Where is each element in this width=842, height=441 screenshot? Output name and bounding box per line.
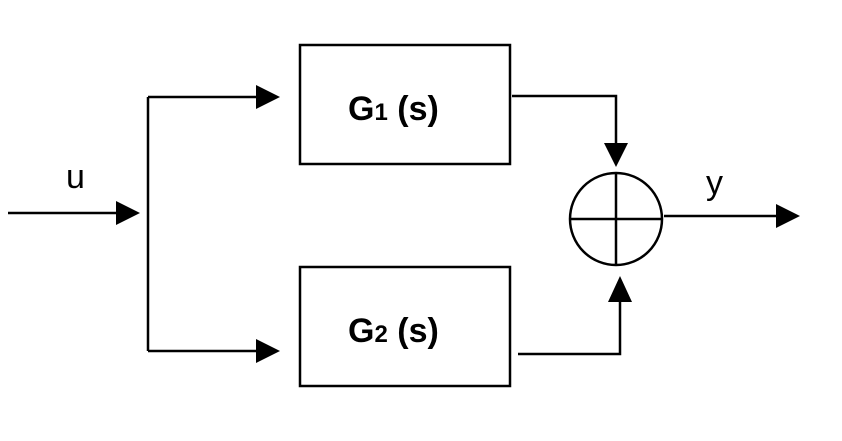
input-arrowhead (116, 201, 140, 225)
block-g1-frame (298, 43, 512, 166)
output-signal-label: y (706, 164, 723, 202)
block-g2-frame (298, 265, 512, 388)
block-g2-arg: (s) (388, 312, 439, 350)
block-g2-index: 2 (374, 321, 387, 348)
g1-output-wire (512, 94, 618, 146)
summing-junction (568, 171, 664, 267)
block-g2-name: G (348, 312, 374, 350)
g1-output-arrowhead (604, 143, 628, 167)
g2-output-arrowhead (608, 276, 632, 302)
g2-input-arrowhead (256, 339, 280, 363)
block-g1: G1 (s) (298, 43, 512, 166)
block-g1-arg: (s) (388, 90, 439, 128)
block-g2: G2 (s) (298, 265, 512, 388)
block-g1-index: 1 (374, 99, 387, 126)
input-signal-label: u (66, 158, 85, 196)
block-g1-name: G (348, 90, 374, 128)
block-g2-label: G2 (s) (348, 312, 439, 350)
block-g1-label: G1 (s) (348, 90, 439, 128)
output-arrowhead (776, 204, 800, 228)
g1-input-arrowhead (256, 85, 280, 109)
g2-output-wire (518, 300, 622, 356)
